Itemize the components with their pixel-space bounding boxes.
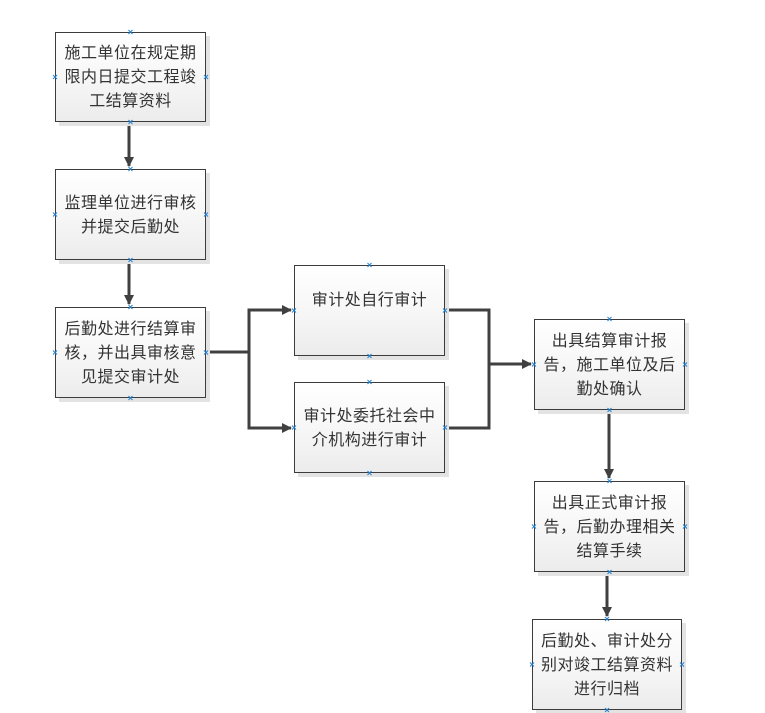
node-label: 出具正式审计报 告，后勤办理相关 结算手续 [543, 492, 676, 560]
node-agency-audit[interactable]: 审计处委托社会中 介机构进行审计 [294, 382, 445, 473]
edge-n4-n6 [445, 308, 491, 364]
node-label: 后勤处进行结算审 核，并出具审核意 见提交审计处 [64, 318, 197, 386]
node-audit-report-confirm[interactable]: 出具结算审计报 告，施工单位及后 勤处确认 [534, 319, 685, 410]
node-formal-report[interactable]: 出具正式审计报 告，后勤办理相关 结算手续 [534, 481, 685, 572]
node-label: 监理单位进行审核 并提交后勤处 [64, 192, 197, 236]
node-self-audit[interactable]: 审计处自行审计 [294, 265, 445, 356]
node-label: 出具结算审计报 告，施工单位及后 勤处确认 [543, 330, 676, 398]
node-label: 后勤处、审计处分 别对竣工结算资料 进行归档 [540, 630, 673, 698]
node-archive[interactable]: 后勤处、审计处分 别对竣工结算资料 进行归档 [532, 619, 682, 710]
node-label: 审计处委托社会中 介机构进行审计 [303, 405, 436, 449]
node-label: 施工单位在规定期 限内日提交工程竣 工结算资料 [64, 43, 197, 110]
node-logistics-review[interactable]: 后勤处进行结算审 核，并出具审核意 见提交审计处 [55, 307, 206, 398]
edge-n3-n4 [247, 305, 292, 352]
node-label: 审计处自行审计 [311, 290, 428, 309]
edge-n3-n5 [247, 352, 292, 433]
edge-n5-n6 [445, 364, 491, 430]
node-supervisor-review[interactable]: 监理单位进行审核 并提交后勤处 [55, 169, 206, 260]
node-submit-settlement-materials[interactable]: 施工单位在规定期 限内日提交工程竣 工结算资料 [55, 32, 206, 122]
